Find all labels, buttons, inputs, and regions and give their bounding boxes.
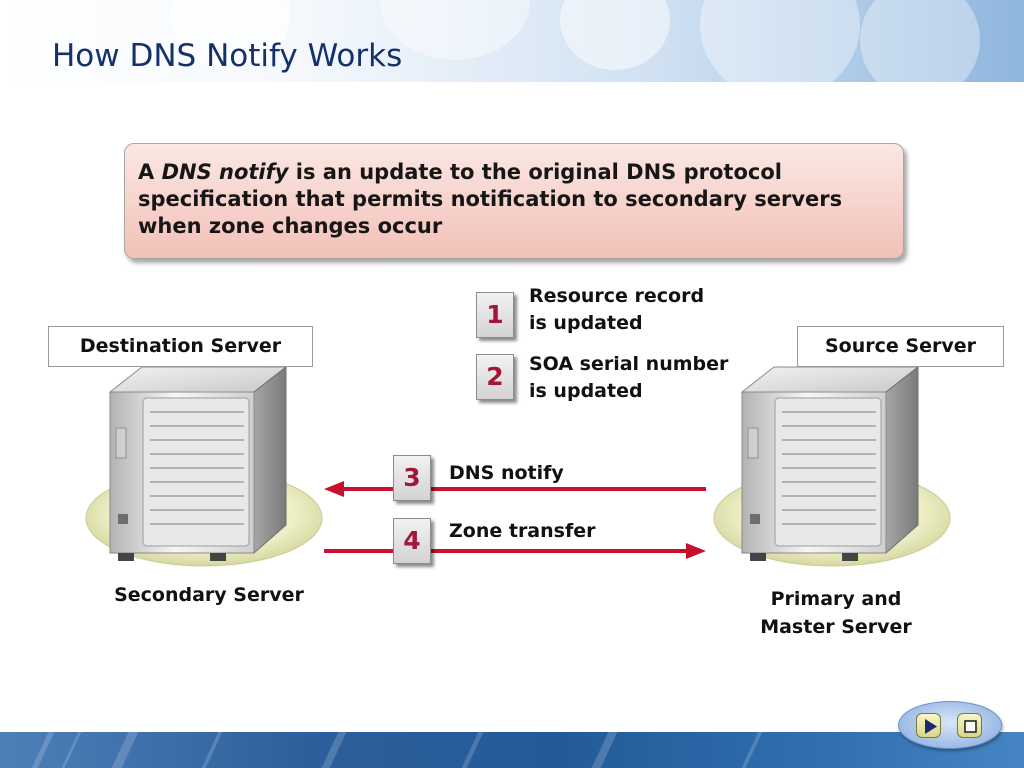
destination-server-label: Destination Server: [48, 326, 313, 367]
definition-prefix: A: [138, 160, 162, 184]
slide-navigation: [898, 701, 1002, 749]
step-3-badge: 3: [393, 455, 431, 501]
play-button[interactable]: [916, 713, 941, 738]
zone-transfer-arrow: [324, 543, 706, 559]
step-2-line-2: is updated: [529, 380, 643, 402]
step-1-badge: 1: [476, 292, 514, 338]
step-1-text: Resource record is updated: [529, 283, 704, 337]
step-2-text: SOA serial number is updated: [529, 351, 728, 405]
primary-caption-line-1: Primary and: [770, 588, 902, 610]
step-2-line-1: SOA serial number: [529, 353, 729, 375]
definition-text: A DNS notify is an update to the origina…: [138, 159, 878, 240]
source-server-label: Source Server: [797, 326, 1004, 367]
primary-server-caption: Primary and Master Server: [716, 585, 956, 641]
primary-caption-line-2: Master Server: [760, 616, 912, 638]
step-4-badge: 4: [393, 518, 431, 564]
step-3-text: DNS notify: [449, 462, 564, 484]
secondary-server-caption: Secondary Server: [114, 584, 304, 606]
secondary-server-icon: [85, 365, 323, 567]
definition-term: DNS notify: [161, 160, 289, 184]
stop-button[interactable]: [957, 713, 982, 738]
definition-callout: A DNS notify is an update to the origina…: [124, 143, 904, 259]
page-title: How DNS Notify Works: [52, 38, 403, 74]
step-1-line-1: Resource record: [529, 285, 705, 307]
footer-band: [0, 732, 1024, 768]
step-4-text: Zone transfer: [449, 520, 596, 542]
primary-server-icon: [713, 365, 951, 567]
play-icon: [925, 719, 937, 734]
header-band: How DNS Notify Works: [0, 0, 1024, 82]
step-2-badge: 2: [476, 354, 514, 400]
definition-rest: is an update to the original DNS protoco…: [138, 160, 843, 238]
step-1-line-2: is updated: [529, 312, 643, 334]
stop-icon: [964, 720, 977, 733]
